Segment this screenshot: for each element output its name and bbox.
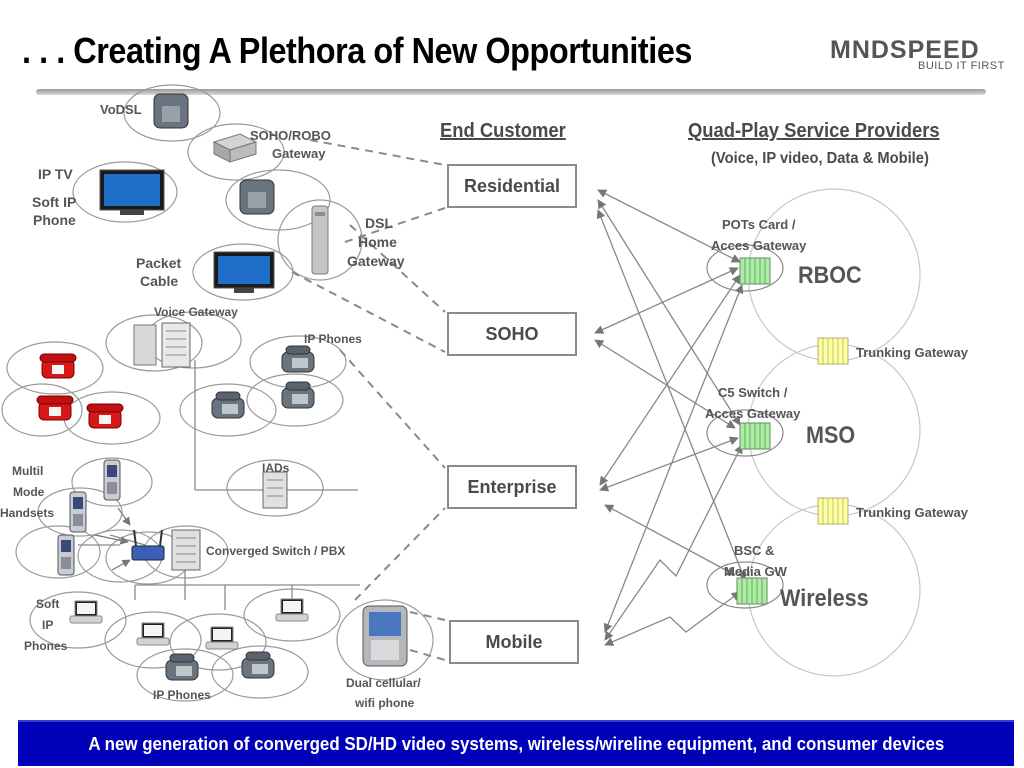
dual-cellular-label: Dual cellular/: [346, 676, 421, 690]
ip-label: IP: [42, 618, 54, 632]
multil-label: Multil: [12, 464, 44, 478]
trunking-gateway-icon: [817, 337, 849, 365]
laptop-icon: [136, 622, 170, 646]
dsl-label: DSL: [365, 215, 393, 231]
cable-label: Cable: [140, 273, 179, 289]
handset-icon: [69, 491, 87, 533]
red-phone-icon: [86, 403, 124, 429]
ip-desk-phone-icon: [241, 651, 275, 679]
soft-label: Soft: [36, 597, 60, 611]
soft-ip-phone-icon: [239, 179, 275, 215]
red-phone-icon: [36, 395, 74, 421]
voice-gateway-icon: [133, 322, 191, 368]
phones-label: Phones: [24, 639, 68, 653]
ip-desk-phone-icon: [281, 381, 315, 409]
voice-gateway-label: Voice Gateway: [154, 305, 238, 319]
home-gateway-label: Gateway: [347, 253, 405, 269]
network-diagram: [1, 84, 921, 702]
trunking-gateway-label-1: Trunking Gateway: [856, 345, 968, 360]
packet-label: Packet: [136, 255, 182, 271]
packet-cable-icon: [213, 251, 275, 293]
bsc-media-gateway-icon: [736, 577, 768, 605]
c5-access-gateway-icon: [739, 422, 771, 450]
ip-desk-phone-icon: [281, 345, 315, 373]
pots-access-gateway-icon: [739, 257, 771, 285]
c5-switch-label: C5 Switch /: [718, 385, 788, 400]
pots-card-label: POTs Card /: [722, 217, 796, 232]
soho-robo-label: SOHO/ROBO: [250, 128, 331, 143]
ip-desk-phone-icon: [165, 653, 199, 681]
acces-gateway-label-2: Acces Gateway: [705, 406, 801, 421]
media-gw-label: Media GW: [724, 564, 787, 579]
converged-switch-label: Converged Switch / PBX: [206, 544, 346, 558]
mode-label: Mode: [13, 485, 45, 499]
lan-arrows: [94, 507, 131, 571]
segment-enterprise: Enterprise: [447, 465, 577, 509]
segment-soho: SOHO: [447, 312, 577, 356]
wifi-router-icon: [131, 529, 165, 561]
soft-ip-label: Soft IP: [32, 194, 77, 210]
red-phone-icon: [39, 353, 77, 379]
dual-mode-phone-icon: [362, 605, 408, 667]
laptop-icon: [275, 598, 309, 622]
mindspeed-logo: MNDSPEED BUILD IT FIRST: [830, 36, 1010, 76]
vodsl-label: VoDSL: [100, 102, 142, 117]
ip-desk-phone-icon: [211, 391, 245, 419]
dashed-links: [291, 139, 446, 661]
iads-label: IADs: [262, 461, 290, 475]
handset-icon: [103, 459, 121, 501]
laptop-icon: [69, 600, 103, 624]
title-rule: [36, 89, 986, 95]
acces-gateway-label-1: Acces Gateway: [711, 238, 807, 253]
logo-tagline: BUILD IT FIRST: [918, 60, 1005, 72]
vodsl-phone-icon: [153, 93, 189, 129]
page-title: . . . Creating A Plethora of New Opportu…: [22, 30, 692, 71]
laptop-icon: [205, 626, 239, 650]
dsl-home-gateway-icon: [311, 205, 329, 275]
ip-phones-top-label: IP Phones: [304, 332, 362, 346]
lan-lines: [78, 360, 360, 610]
handset-icon: [57, 534, 75, 576]
logo-wordmark: MNDSPEED: [830, 36, 980, 64]
segment-residential: Residential: [447, 164, 577, 208]
trunking-gateway-label-2: Trunking Gateway: [856, 505, 968, 520]
wifi-phone-label: wifi phone: [355, 696, 415, 710]
home-label: Home: [358, 234, 397, 250]
ip-tv-label: IP TV: [38, 166, 73, 182]
device-circles: [1, 84, 434, 702]
rboc-label: RBOC: [798, 262, 862, 289]
providers-subheading: (Voice, IP video, Data & Mobile): [711, 150, 929, 167]
converged-switch-icon: [171, 529, 201, 571]
soft-ip-phone-label: Phone: [33, 212, 76, 228]
footer-banner: A new generation of converged SD/HD vide…: [18, 720, 1014, 766]
soho-gateway-label: Gateway: [272, 146, 326, 161]
soho-gateway-icon: [212, 133, 258, 163]
handsets-label: Handsets: [0, 506, 55, 520]
providers-heading: Quad-Play Service Providers: [688, 120, 940, 142]
ip-phones-bottom-label: IP Phones: [153, 688, 211, 702]
footer-text: A new generation of converged SD/HD vide…: [88, 733, 944, 754]
mso-label: MSO: [806, 422, 856, 449]
trunking-gateway-icon: [817, 497, 849, 525]
iad-icon: [262, 471, 288, 509]
ip-tv-icon: [99, 169, 165, 215]
bsc-label: BSC &: [734, 543, 775, 558]
segment-mobile: Mobile: [449, 620, 579, 664]
provider-links: [594, 189, 747, 646]
wireless-label: Wireless: [780, 585, 869, 612]
end-customer-heading: End Customer: [440, 120, 566, 142]
